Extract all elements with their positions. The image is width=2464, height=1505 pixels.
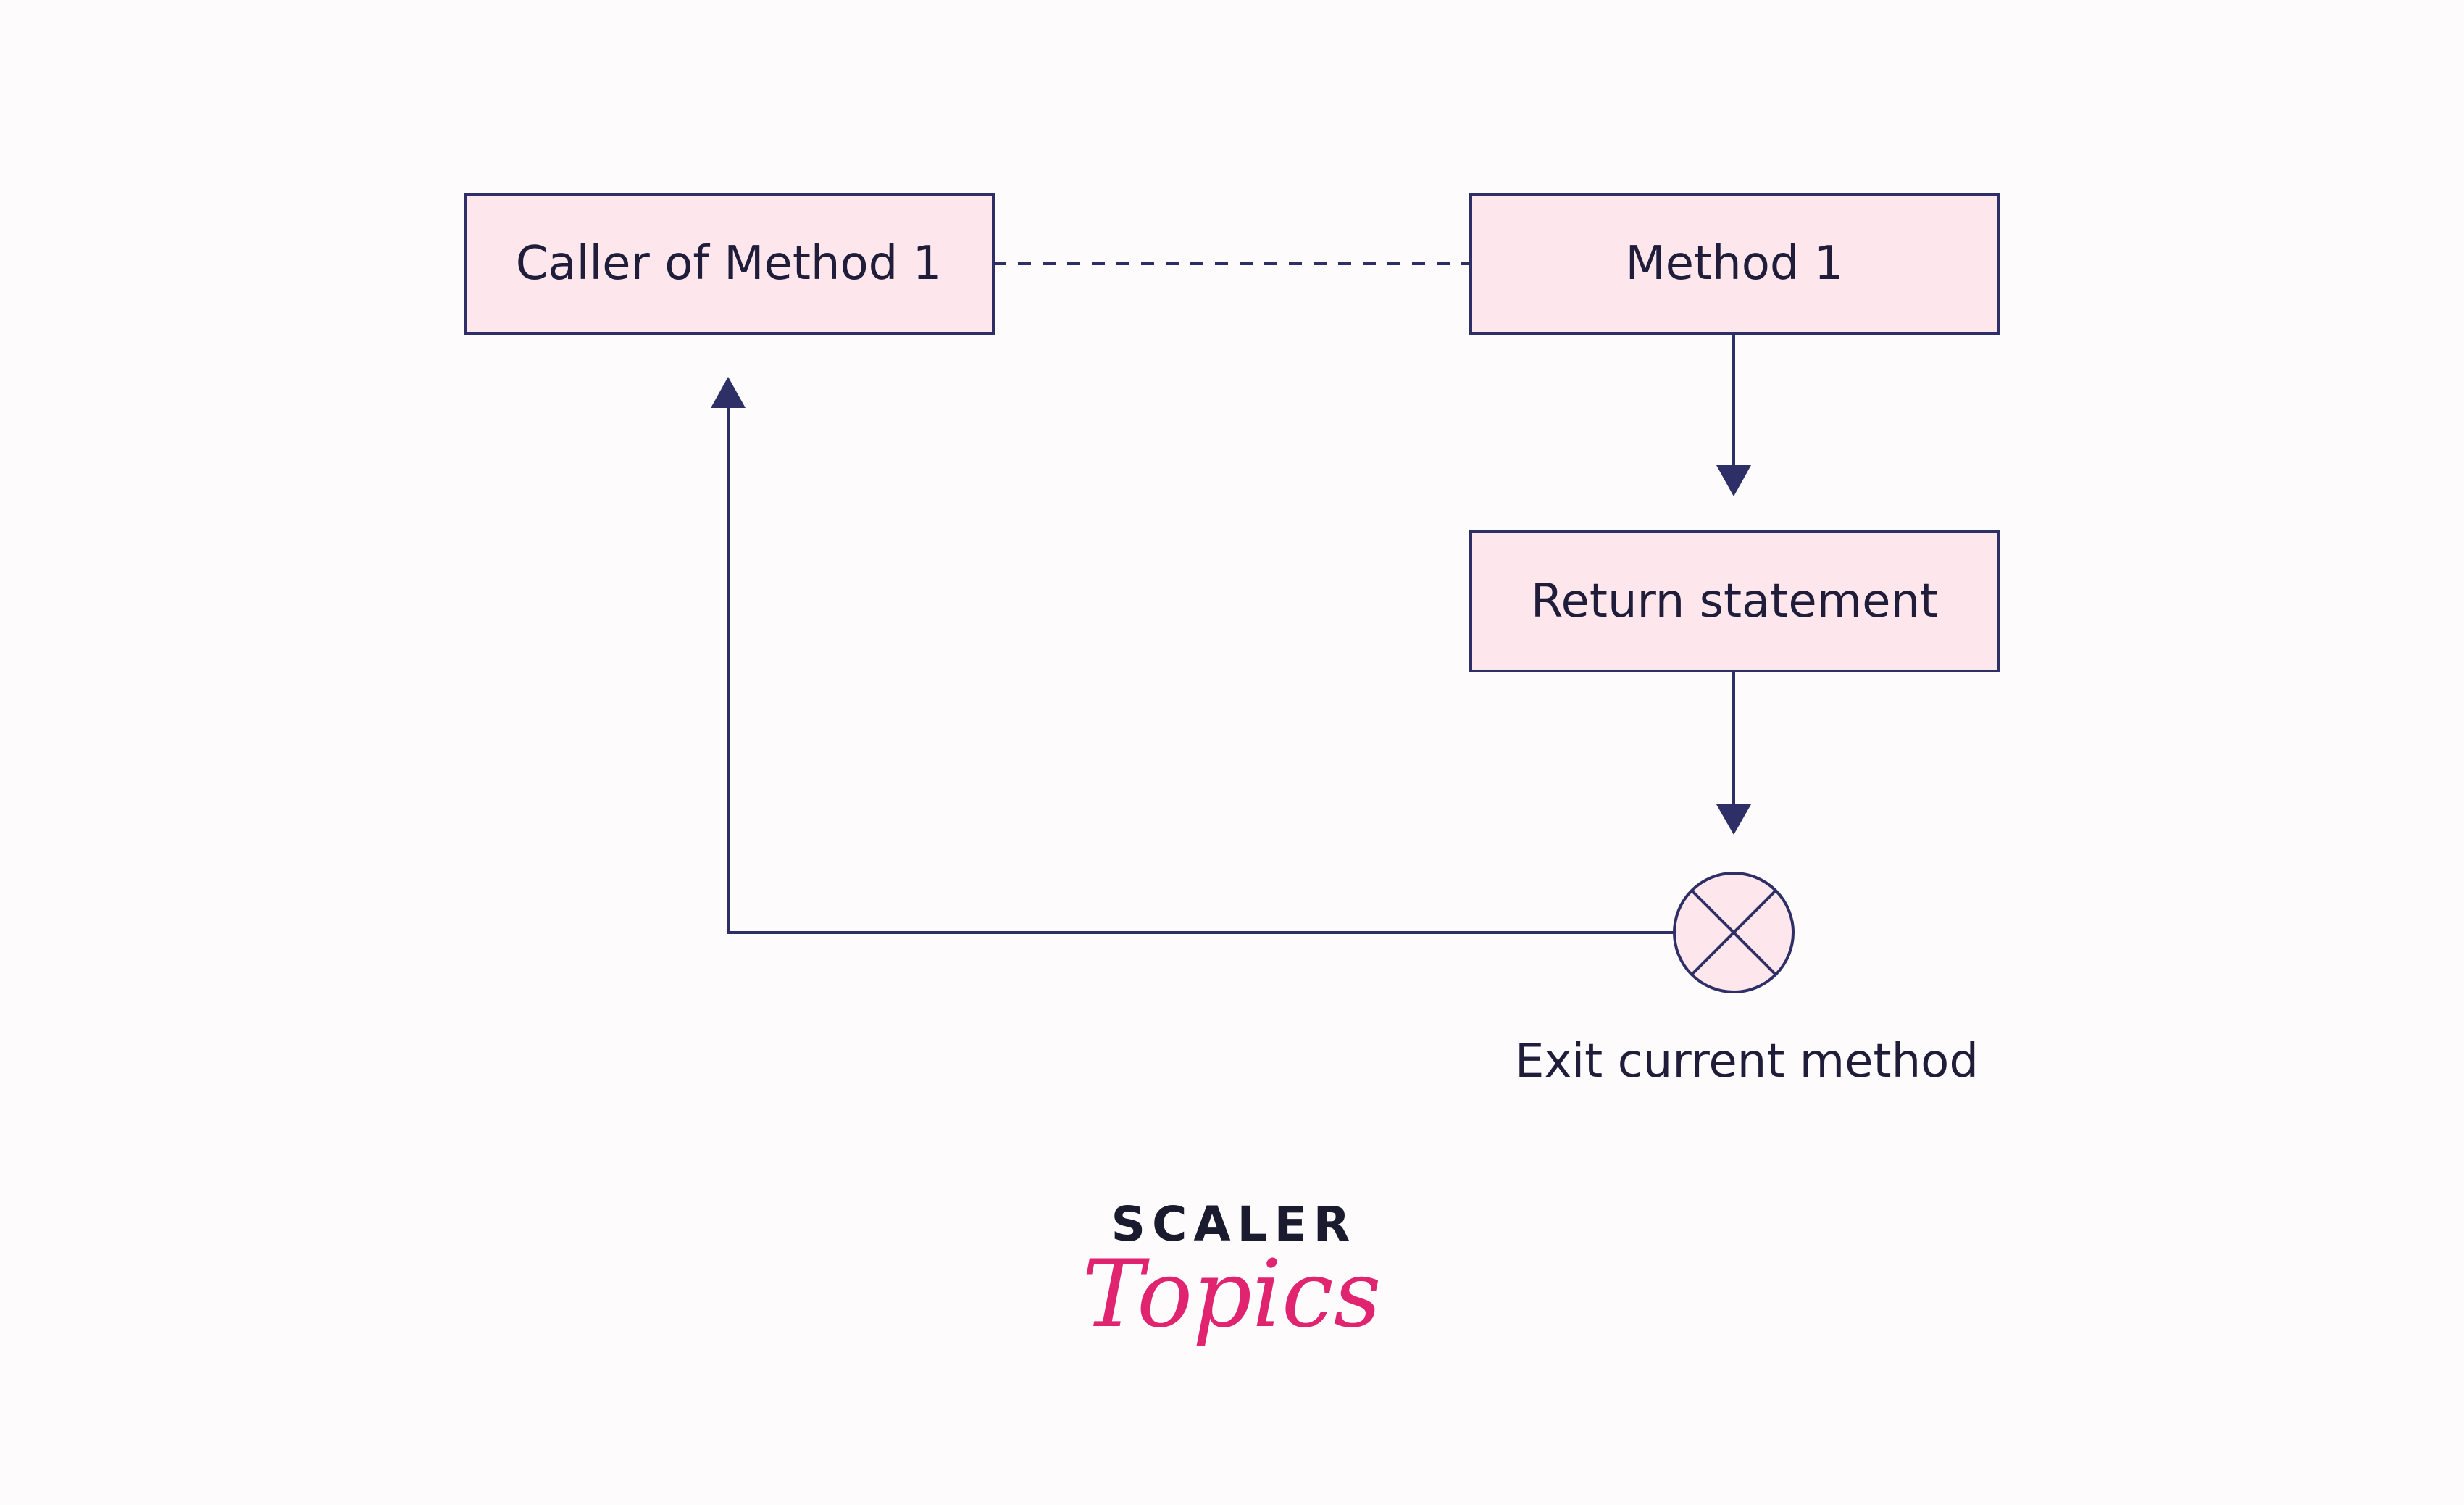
arrow-head <box>711 377 746 408</box>
method-label: Method 1 <box>1625 237 1843 291</box>
arrow-head <box>1716 804 1751 835</box>
arrow-head <box>1716 465 1751 496</box>
arrow-method-to-return <box>1716 333 1751 496</box>
exit-node <box>1673 872 1795 993</box>
scaler-topics-logo: SCALER Topics <box>1082 1196 1382 1348</box>
exit-caption: Exit current method <box>1515 1035 1979 1088</box>
logo-wordmark-bottom: Topics <box>1082 1241 1382 1348</box>
return-node: Return statement <box>1469 530 2000 672</box>
method-node: Method 1 <box>1469 193 2000 335</box>
return-path <box>727 406 1674 934</box>
caller-label: Caller of Method 1 <box>516 237 943 291</box>
arrow-exit-to-caller <box>711 377 1674 934</box>
exit-cross-line <box>1690 889 1777 976</box>
caller-node: Caller of Method 1 <box>464 193 995 335</box>
caller-box <box>464 193 995 335</box>
logo-wordmark-top: SCALER <box>1111 1196 1356 1252</box>
method-box <box>1469 193 2000 335</box>
arrow-return-to-exit <box>1716 671 1751 835</box>
return-label: Return statement <box>1531 575 1938 628</box>
return-box <box>1469 530 2000 672</box>
